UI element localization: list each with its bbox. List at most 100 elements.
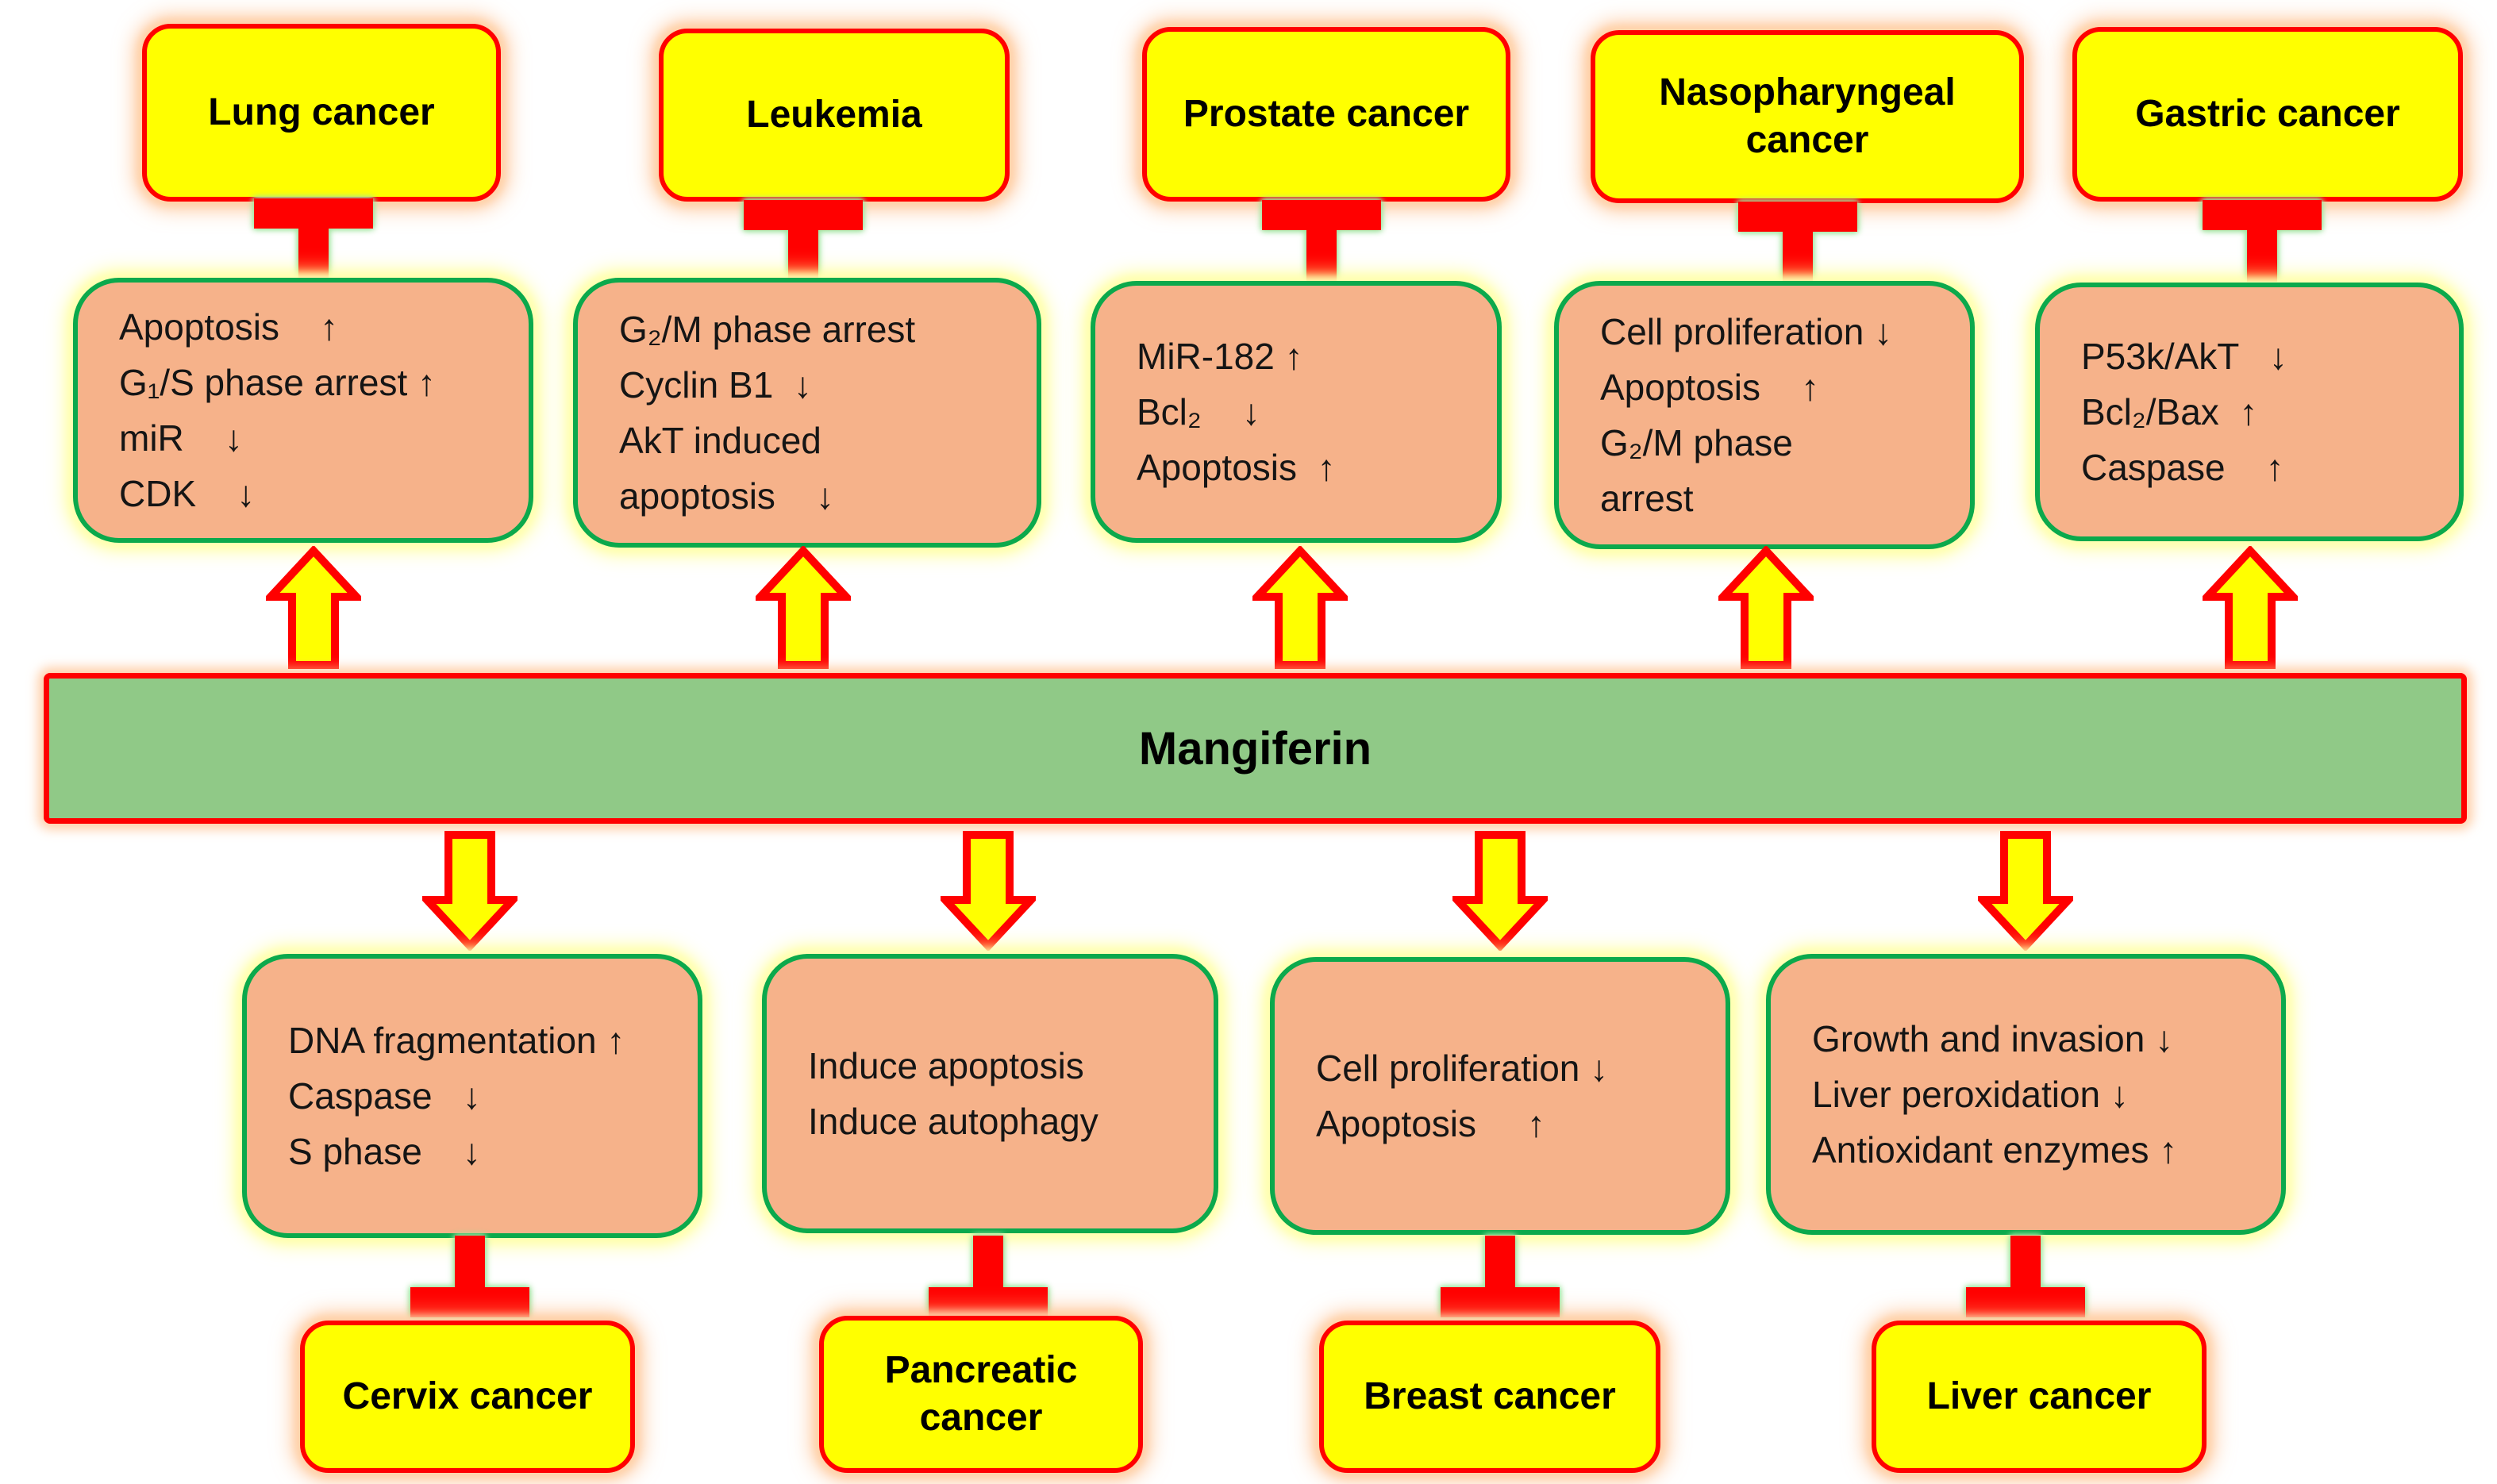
inhibitor-bar <box>744 200 863 230</box>
cancer-box-label: Prostate cancer <box>1183 93 1470 135</box>
mechanism-line: AkT induced <box>619 420 821 461</box>
up-arrow-lung <box>266 546 361 670</box>
block-arrow-down-icon <box>1452 831 1548 951</box>
inhibitor-stem <box>1783 231 1813 283</box>
cancer-box-label: Gastric cancer <box>2135 93 2400 135</box>
inhibitor-stem <box>973 1236 1003 1288</box>
cancer-box-lung: Lung cancer <box>142 24 501 202</box>
mechanism-line: Caspase ↑ <box>2081 447 2284 488</box>
mechanism-line: Liver peroxidation ↓ <box>1812 1074 2129 1115</box>
cancer-box-label: Lung cancer <box>208 91 435 133</box>
mechanism-line: Induce apoptosis <box>808 1045 1084 1086</box>
cancer-box-pancreatic: Pancreatic cancer <box>819 1316 1143 1473</box>
mechanism-line: Apoptosis ↑ <box>1137 447 1336 488</box>
mechanism-box-prostate: MiR-182 ↑ Bcl₂ ↓ Apoptosis ↑ <box>1091 281 1502 543</box>
mechanism-box-leukemia: G₂/M phase arrest Cyclin B1 ↓ AkT induce… <box>573 278 1041 548</box>
inhibitor-stem <box>1485 1236 1515 1288</box>
cancer-box-liver: Liver cancer <box>1872 1321 2207 1473</box>
mechanism-line: S phase ↓ <box>288 1131 481 1172</box>
up-arrow-gastric <box>2203 546 2298 670</box>
inhibitor-bar <box>1262 200 1381 230</box>
mechanism-line: Growth and invasion ↓ <box>1812 1018 2174 1059</box>
mechanism-line: Induce autophagy <box>808 1101 1098 1142</box>
mechanism-line: Apoptosis ↑ <box>1316 1103 1545 1144</box>
cancer-box-nasopharyngeal: Nasopharyngeal cancer <box>1591 30 2024 203</box>
mechanism-box-nasopharyngeal: Cell proliferation ↓ Apoptosis ↑ G₂/M ph… <box>1554 281 1975 549</box>
cancer-box-label: Pancreatic cancer <box>884 1349 1078 1439</box>
inhibition-symbol-cervix <box>410 1236 529 1317</box>
mechanism-line: DNA fragmentation ↑ <box>288 1020 625 1061</box>
block-arrow-up-icon <box>1252 546 1348 669</box>
mechanism-line: MiR-182 ↑ <box>1137 336 1303 377</box>
mechanism-box-breast: Cell proliferation ↓ Apoptosis ↑ <box>1270 957 1730 1235</box>
up-arrow-prostate <box>1252 546 1348 670</box>
inhibitor-bar <box>2203 200 2322 230</box>
cancer-box-label: Nasopharyngeal cancer <box>1659 71 1956 161</box>
inhibition-symbol-liver <box>1966 1236 2085 1317</box>
mechanism-line: Cell proliferation ↓ <box>1600 311 1893 352</box>
mechanism-box-pancreatic: Induce apoptosis Induce autophagy <box>762 954 1218 1233</box>
down-arrow-cervix <box>422 830 517 951</box>
mechanism-line: Antioxidant enzymes ↑ <box>1812 1129 2178 1171</box>
cancer-box-prostate: Prostate cancer <box>1142 27 1510 202</box>
block-arrow-up-icon <box>2203 546 2298 669</box>
inhibition-symbol-lung <box>254 198 373 280</box>
inhibitor-bar <box>410 1287 529 1317</box>
block-arrow-down-icon <box>422 831 517 951</box>
inhibitor-stem <box>298 228 329 280</box>
cancer-box-leukemia: Leukemia <box>659 29 1010 202</box>
mechanism-box-lung: Apoptosis ↑ G₁/S phase arrest ↑ miR ↓ CD… <box>73 278 533 543</box>
mangiferin-label: Mangiferin <box>1138 722 1372 775</box>
down-arrow-pancreatic <box>941 830 1036 951</box>
inhibitor-stem <box>788 229 818 282</box>
mechanism-line: Bcl₂ ↓ <box>1137 391 1260 433</box>
inhibition-symbol-prostate <box>1262 200 1381 282</box>
mechanism-line: Cell proliferation ↓ <box>1316 1048 1609 1089</box>
inhibition-symbol-pancreatic <box>929 1236 1048 1317</box>
mechanism-line: G₂/M phase arrest <box>619 309 916 350</box>
inhibitor-bar <box>1441 1287 1560 1317</box>
down-arrow-breast <box>1452 830 1548 951</box>
up-arrow-leukemia <box>756 546 851 670</box>
cancer-box-breast: Breast cancer <box>1319 1321 1660 1473</box>
block-arrow-down-icon <box>1978 831 2073 951</box>
mechanism-box-gastric: P53k/AkT ↓ Bcl₂/Bax ↑ Caspase ↑ <box>2035 283 2464 541</box>
inhibition-symbol-breast <box>1441 1236 1560 1317</box>
inhibitor-stem <box>1306 229 1337 282</box>
cancer-box-label: Liver cancer <box>1926 1375 2152 1417</box>
mechanism-line: apoptosis ↓ <box>619 475 835 517</box>
mechanism-line: Cyclin B1 ↓ <box>619 364 812 406</box>
inhibitor-stem <box>455 1236 485 1288</box>
inhibitor-stem <box>2247 229 2277 282</box>
up-arrow-nasopharyngeal <box>1718 546 1814 670</box>
cancer-box-label: Cervix cancer <box>342 1375 593 1417</box>
mechanism-box-liver: Growth and invasion ↓ Liver peroxidation… <box>1766 954 2286 1235</box>
inhibitor-bar <box>929 1287 1048 1317</box>
mechanism-line: CDK ↓ <box>119 473 256 514</box>
inhibition-symbol-gastric <box>2203 200 2322 282</box>
block-arrow-up-icon <box>266 546 361 669</box>
inhibition-symbol-nasopharyngeal <box>1738 202 1857 283</box>
mangiferin-bar: Mangiferin <box>44 673 2467 824</box>
mechanism-line: miR ↓ <box>119 417 243 459</box>
down-arrow-liver <box>1978 830 2073 951</box>
inhibitor-bar <box>1738 202 1857 232</box>
mechanism-line: P53k/AkT ↓ <box>2081 336 2287 377</box>
mechanism-line: Bcl₂/Bax ↑ <box>2081 391 2258 433</box>
mechanism-line: Apoptosis ↑ <box>119 306 339 348</box>
mechanism-line: G₁/S phase arrest ↑ <box>119 362 437 403</box>
block-arrow-up-icon <box>756 546 851 669</box>
mechanism-box-cervix: DNA fragmentation ↑ Caspase ↓ S phase ↓ <box>242 954 702 1238</box>
cancer-box-label: Breast cancer <box>1364 1375 1616 1417</box>
mechanism-line: Apoptosis ↑ <box>1600 367 1820 408</box>
inhibition-symbol-leukemia <box>744 200 863 282</box>
cancer-box-cervix: Cervix cancer <box>300 1321 635 1473</box>
block-arrow-up-icon <box>1718 546 1814 669</box>
mechanism-line: arrest <box>1600 478 1694 519</box>
inhibitor-stem <box>2010 1236 2041 1288</box>
cancer-box-label: Leukemia <box>746 94 922 136</box>
mechanism-line: G₂/M phase <box>1600 422 1793 463</box>
cancer-box-gastric: Gastric cancer <box>2072 27 2463 202</box>
mechanism-line: Caspase ↓ <box>288 1075 481 1117</box>
